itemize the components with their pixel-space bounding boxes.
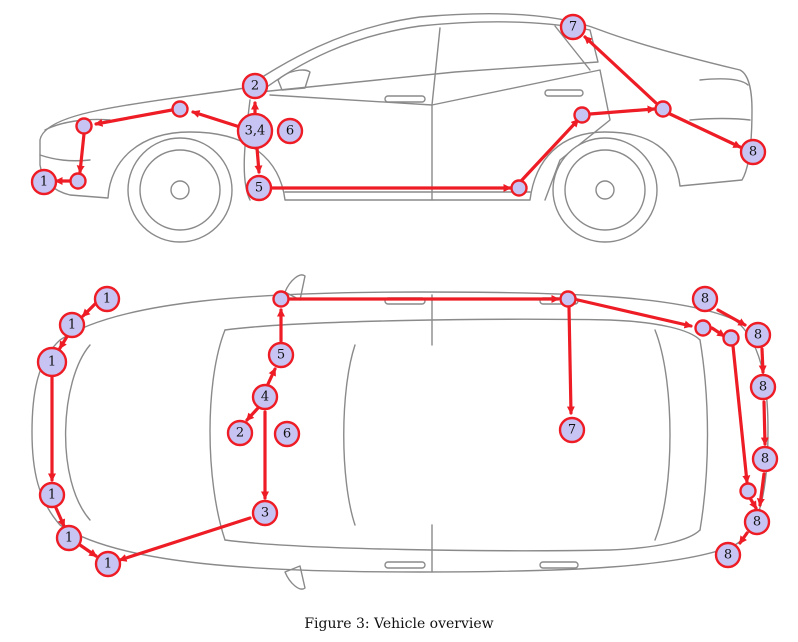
node-label: 1: [65, 531, 73, 546]
waypoint-dot: [694, 319, 712, 337]
top-node-4: 4: [251, 383, 279, 411]
top-node-1: 1: [58, 311, 86, 339]
waypoint-dot: [739, 482, 757, 500]
node-label: 5: [255, 181, 263, 196]
node-label: 2: [236, 426, 244, 441]
top-node-8: 8: [749, 373, 777, 401]
node-label: 8: [701, 292, 709, 307]
node-label: 5: [277, 348, 285, 363]
node-label: 8: [761, 452, 769, 467]
top-node-7: 7: [558, 416, 586, 444]
node-label: 8: [759, 380, 767, 395]
top-node-8: 8: [744, 321, 772, 349]
side-node-8: 8: [739, 138, 767, 166]
node-label: 1: [48, 355, 56, 370]
figure-caption: Figure 3: Vehicle overview: [304, 616, 494, 632]
top-node-1: 1: [94, 550, 122, 578]
waypoint-dot: [510, 179, 528, 197]
node-label: 8: [749, 145, 757, 160]
node-label: 4: [261, 390, 269, 405]
node-label: 3,4: [245, 124, 266, 139]
waypoint-dot: [654, 100, 672, 118]
node-label: 1: [103, 292, 111, 307]
node-label: 1: [48, 488, 56, 503]
waypoint-dot: [722, 329, 740, 347]
top-node-8: 8: [743, 508, 771, 536]
node-label: 2: [251, 79, 259, 94]
node-label: 1: [68, 318, 76, 333]
side-node-3-4: 3,4: [236, 112, 274, 150]
top-view-path: [48, 295, 769, 562]
side-node-2: 2: [241, 72, 269, 100]
waypoint-dot: [171, 100, 189, 118]
top-node-8: 8: [751, 445, 779, 473]
top-node-8: 8: [691, 285, 719, 313]
side-node-6: 6: [276, 117, 304, 145]
node-label: 1: [104, 557, 112, 572]
node-label: 8: [753, 515, 761, 530]
top-node-1: 1: [55, 524, 83, 552]
node-label: 1: [40, 175, 48, 190]
waypoint-dot: [559, 290, 577, 308]
node-label: 8: [724, 548, 732, 563]
top-node-8: 8: [714, 541, 742, 569]
side-node-7: 7: [559, 13, 587, 41]
node-label: 8: [754, 328, 762, 343]
top-node-5: 5: [267, 341, 295, 369]
side-view-nodes: 1 2 3,4 5 6 7 8: [30, 13, 767, 202]
top-node-1: 1: [93, 285, 121, 313]
waypoint-dot: [69, 172, 87, 190]
waypoint-dot: [75, 117, 93, 135]
top-node-6: 6: [273, 420, 301, 448]
top-node-3: 3: [251, 499, 279, 527]
node-label: 3: [261, 506, 269, 521]
node-label: 7: [568, 423, 576, 438]
top-view-car: [31, 274, 769, 590]
top-view-nodes: 1 1 1 1 1 1 2 3 4 5 6 7 8 8 8 8: [36, 285, 779, 578]
waypoint-dot: [573, 106, 591, 124]
top-node-1: 1: [38, 481, 66, 509]
side-view-car: [39, 13, 753, 243]
waypoint-dot: [272, 290, 290, 308]
side-view-path: [54, 35, 742, 192]
top-node-2: 2: [226, 419, 254, 447]
node-label: 6: [283, 427, 291, 442]
node-label: 6: [286, 124, 294, 139]
side-node-5: 5: [245, 174, 273, 202]
side-node-1: 1: [30, 168, 58, 196]
node-label: 7: [569, 20, 577, 35]
top-node-1: 1: [36, 346, 68, 378]
